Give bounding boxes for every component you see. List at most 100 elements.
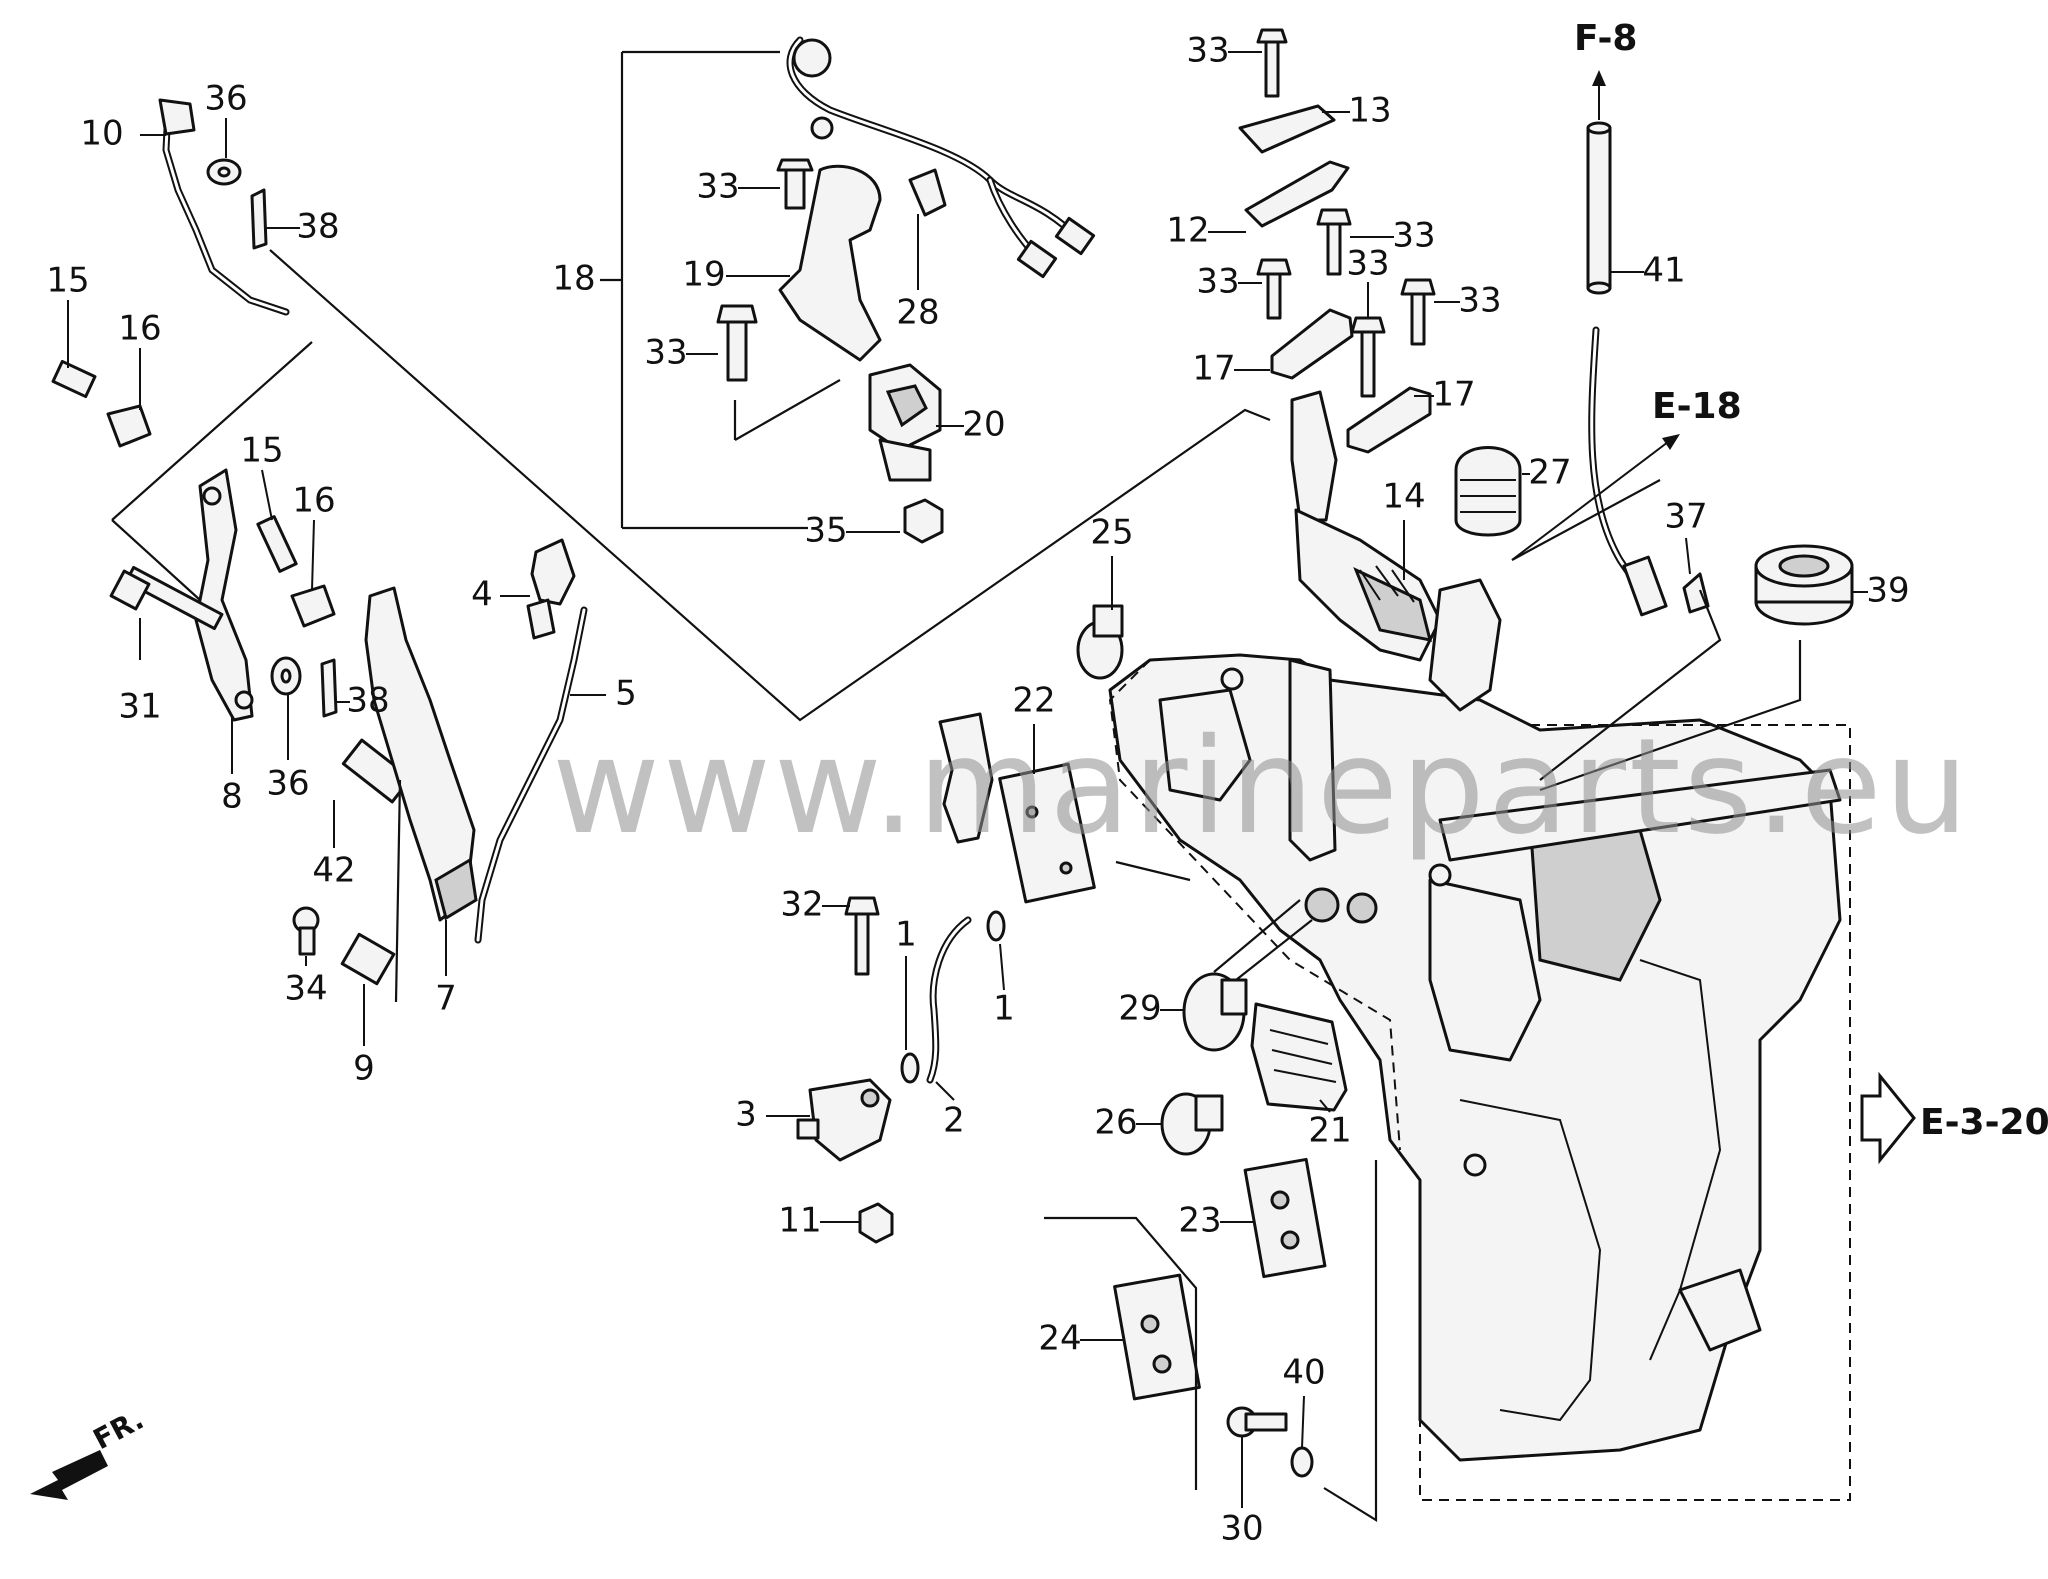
washer-36 xyxy=(270,656,302,696)
harness-bracket xyxy=(778,164,882,362)
part-callout-24: 24 xyxy=(1038,1319,1081,1359)
part-callout-22: 22 xyxy=(1012,681,1055,721)
part-callout-18: 18 xyxy=(552,259,595,299)
bolt-32 xyxy=(844,896,880,976)
seal-23 xyxy=(1243,1157,1327,1279)
bolt-15 xyxy=(256,515,298,573)
part-callout-2: 2 xyxy=(943,1101,965,1141)
part-callout-15: 15 xyxy=(240,431,283,471)
plate-12 xyxy=(1244,160,1350,228)
seal-24 xyxy=(1113,1273,1201,1401)
part-callout-33: 33 xyxy=(1186,31,1229,71)
part-callout-38: 38 xyxy=(296,207,339,247)
switch-3 xyxy=(796,1078,892,1162)
leader-lines xyxy=(67,50,1868,1522)
part-callout-33: 33 xyxy=(1392,216,1435,256)
part-callout-36: 36 xyxy=(266,764,309,804)
part-callout-12: 12 xyxy=(1166,211,1209,251)
part-callout-37: 37 xyxy=(1664,497,1707,537)
part-callout-40: 40 xyxy=(1282,1353,1325,1393)
part-callout-10: 10 xyxy=(80,114,123,154)
ref-label-e320: E-3-20 xyxy=(1920,1102,2048,1143)
nut-35 xyxy=(903,498,944,544)
plate-13 xyxy=(1238,104,1336,154)
part-callout-13: 13 xyxy=(1348,91,1391,131)
part-callout-3: 3 xyxy=(735,1095,757,1135)
plug-29 xyxy=(1182,972,1248,1052)
bolt-33 xyxy=(1350,316,1386,398)
collar-9 xyxy=(340,932,396,986)
part-callout-41: 41 xyxy=(1642,251,1685,291)
tube-41 xyxy=(1586,121,1612,295)
grommet-21 xyxy=(1250,1002,1348,1112)
washer-40 xyxy=(1290,1446,1314,1478)
washer-36 xyxy=(206,158,242,186)
part-callout-28: 28 xyxy=(896,293,939,333)
wire-harness xyxy=(786,36,1096,279)
clip-38 xyxy=(320,658,338,718)
bolt-33 xyxy=(1256,28,1288,98)
bolt-15 xyxy=(51,359,97,399)
part-callout-33: 33 xyxy=(1458,281,1501,321)
part-callout-33: 33 xyxy=(644,333,687,373)
ref-arrow-e18 xyxy=(1511,434,1680,561)
part-callout-16: 16 xyxy=(118,309,161,349)
part-callout-42: 42 xyxy=(312,851,355,891)
part-callout-15: 15 xyxy=(46,261,89,301)
bolt-33 xyxy=(776,158,814,210)
part-callout-33: 33 xyxy=(696,167,739,207)
part-callout-33: 33 xyxy=(1346,244,1389,284)
part-callout-25: 25 xyxy=(1090,513,1133,553)
plug-25 xyxy=(1076,604,1124,680)
part-callout-4: 4 xyxy=(471,575,493,615)
ref-label-e18: E-18 xyxy=(1652,386,1742,427)
plug-26 xyxy=(1160,1092,1224,1156)
part-callout-8: 8 xyxy=(221,777,243,817)
ref-label-f8: F-8 xyxy=(1574,18,1637,59)
grommet-39 xyxy=(1754,544,1854,626)
part-callout-19: 19 xyxy=(682,255,725,295)
part-callout-33: 33 xyxy=(1196,262,1239,302)
housing-outline xyxy=(1419,724,1851,1501)
part-callout-32: 32 xyxy=(780,885,823,925)
part-callout-20: 20 xyxy=(962,405,1005,445)
clip-4 xyxy=(526,538,576,640)
part-callout-9: 9 xyxy=(353,1049,375,1089)
bracket xyxy=(938,712,994,844)
grommet-27 xyxy=(1454,446,1522,537)
part-callout-31: 31 xyxy=(118,687,161,727)
part-callout-26: 26 xyxy=(1094,1103,1137,1143)
ref-arrow-f8 xyxy=(1592,70,1606,120)
ref-arrow-e320 xyxy=(1860,1071,1916,1165)
plate-17 xyxy=(1346,386,1432,454)
clip-1 xyxy=(986,910,1006,942)
screw-34 xyxy=(292,906,320,956)
part-callout-29: 29 xyxy=(1118,989,1161,1029)
bolt-33 xyxy=(716,304,758,382)
clip-37 xyxy=(1682,572,1710,614)
part-callout-30: 30 xyxy=(1220,1509,1263,1549)
part-callout-17: 17 xyxy=(1432,375,1475,415)
nut-11 xyxy=(858,1202,894,1244)
part-callout-5: 5 xyxy=(615,674,637,714)
watermark: www.marineparts.eu xyxy=(552,710,1971,864)
clip-16 xyxy=(290,584,336,628)
part-callout-17: 17 xyxy=(1192,349,1235,389)
lower-cover-housing xyxy=(1108,653,1842,1462)
part-callout-1: 1 xyxy=(993,989,1015,1029)
clip-16 xyxy=(106,404,152,448)
lever-8 xyxy=(194,468,254,722)
bolt-33 xyxy=(1316,208,1352,276)
part-callout-7: 7 xyxy=(435,979,457,1019)
clip-1 xyxy=(900,1052,920,1084)
front-label: FR. xyxy=(88,1403,149,1456)
part-callout-34: 34 xyxy=(284,969,327,1009)
part-callout-16: 16 xyxy=(292,481,335,521)
part-callout-36: 36 xyxy=(204,79,247,119)
bolt-30 xyxy=(1226,1406,1288,1438)
part-callout-35: 35 xyxy=(804,511,847,551)
clip-28 xyxy=(908,168,947,217)
